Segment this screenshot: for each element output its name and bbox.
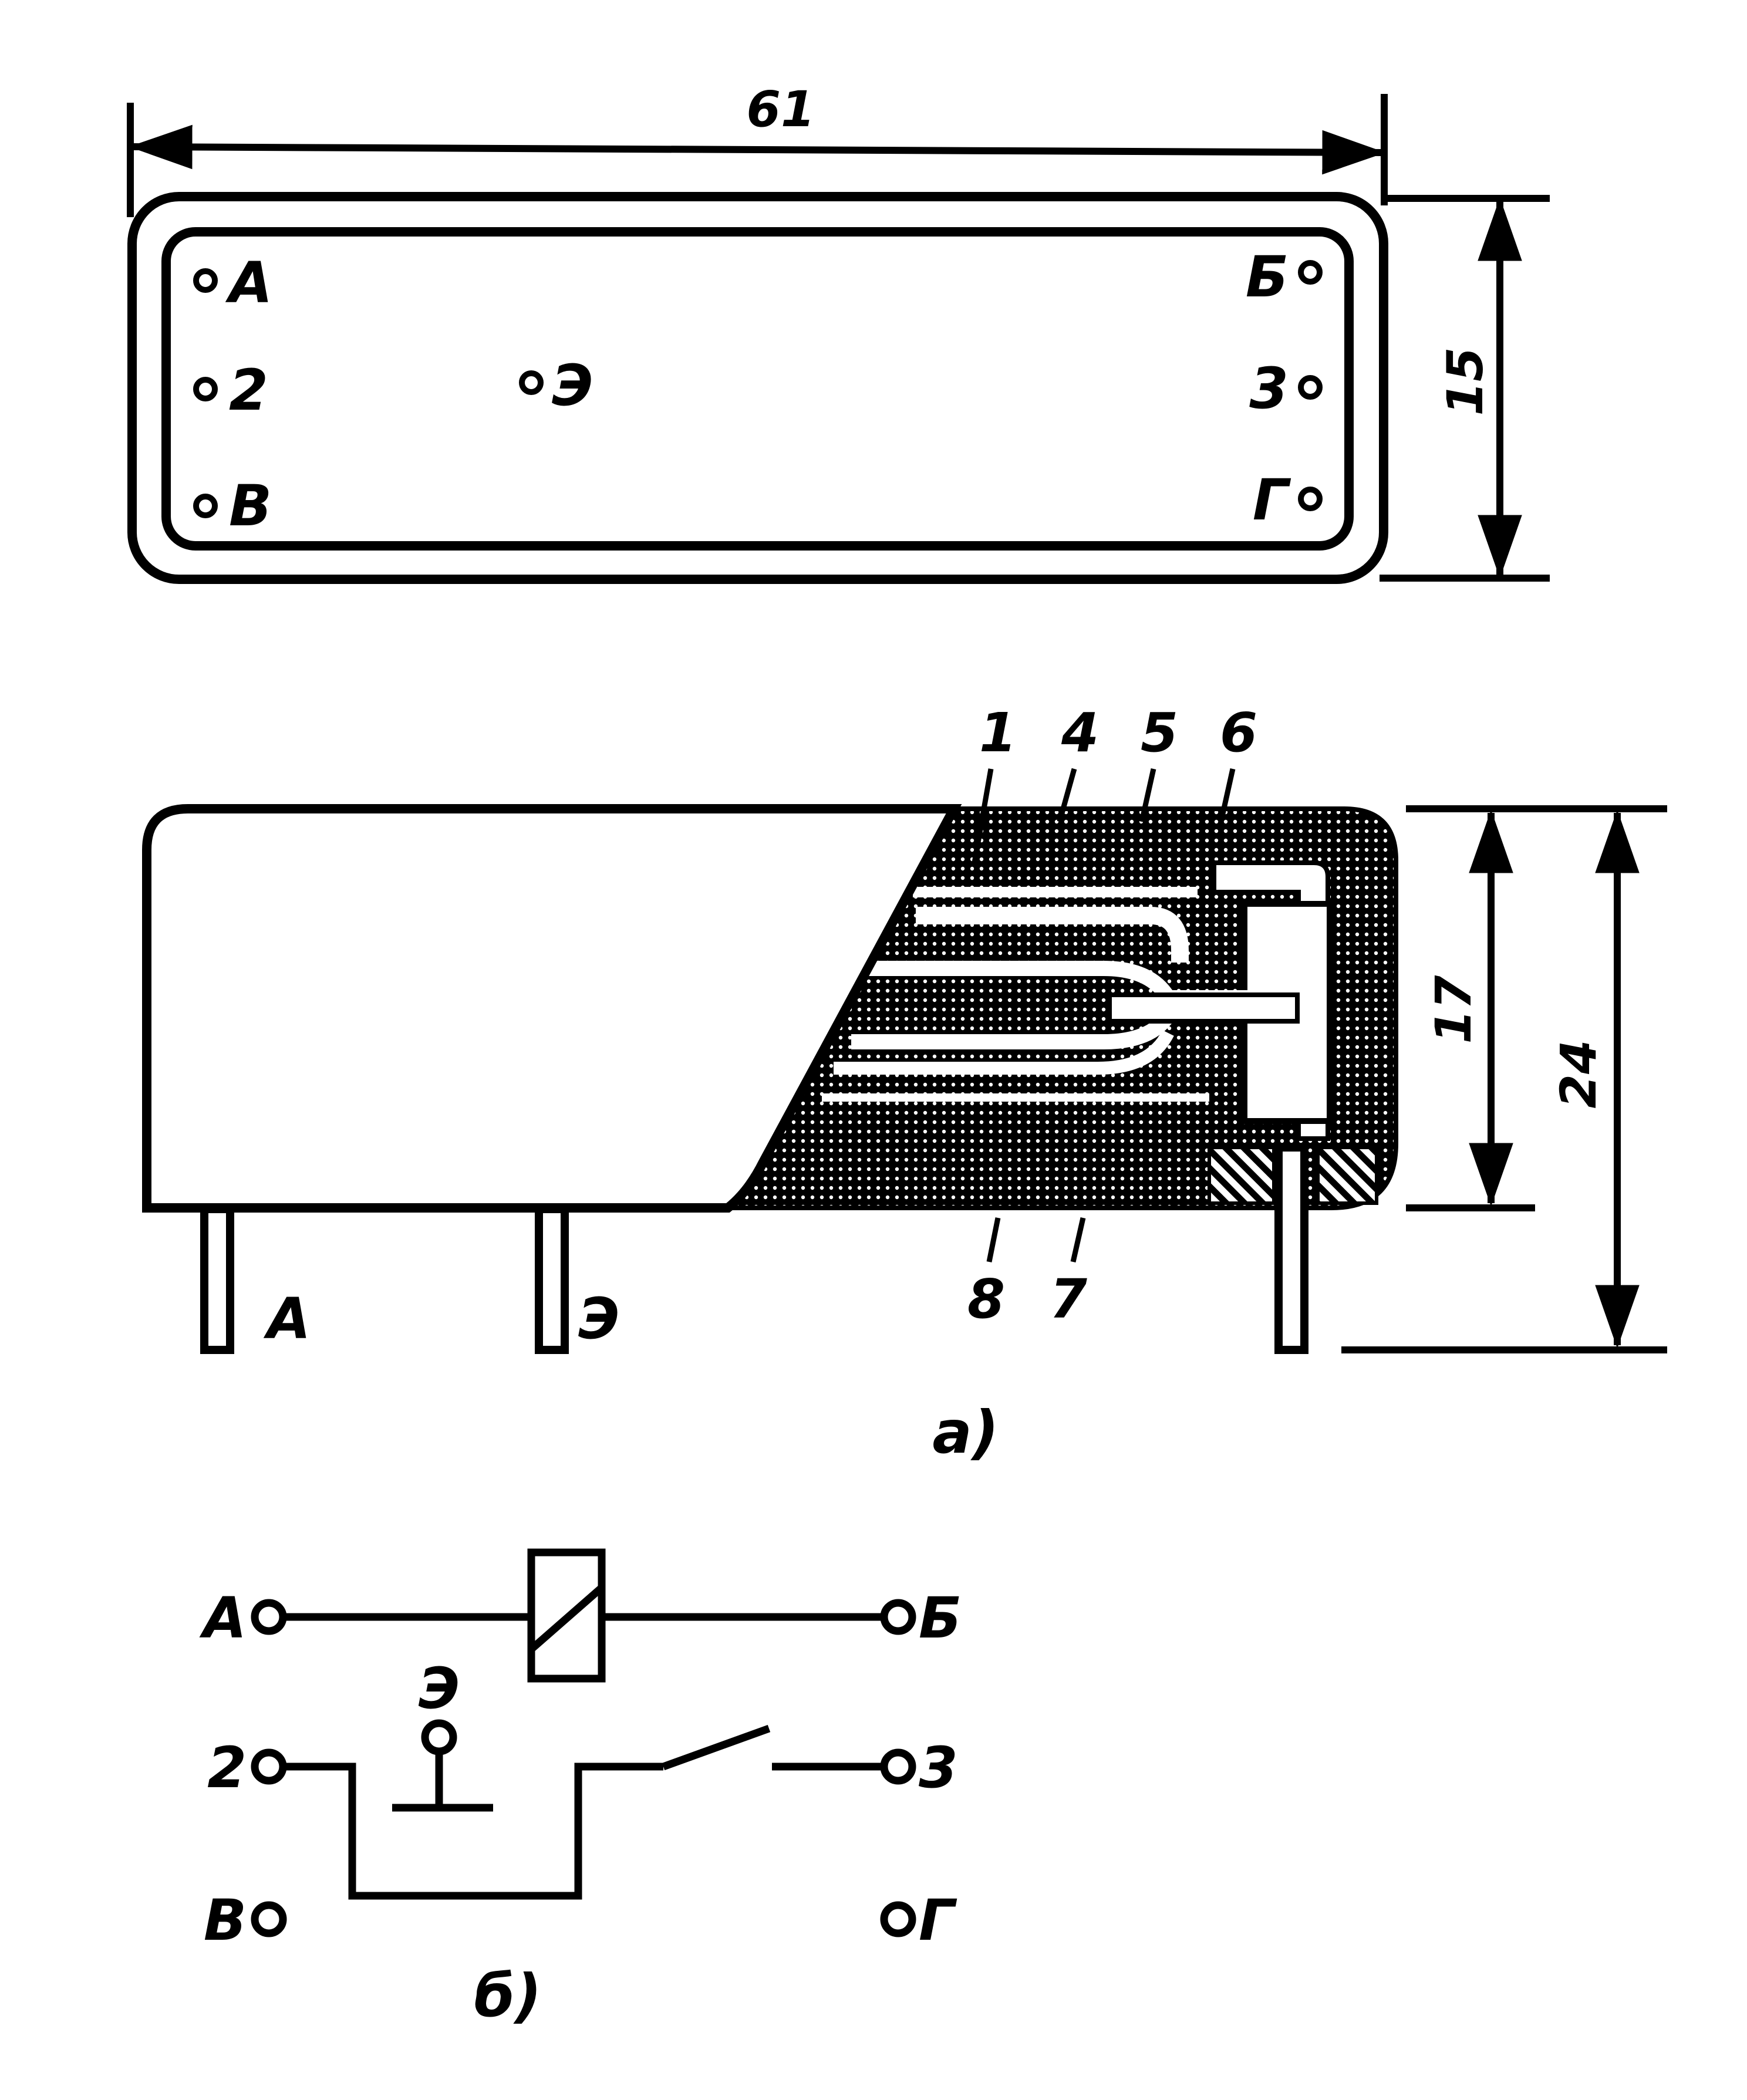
pin-a xyxy=(200,1205,234,1354)
reed-tip xyxy=(1107,992,1300,1024)
side-pin-e-label: Э xyxy=(578,1286,619,1352)
caption-b: б) xyxy=(474,1961,542,2030)
schem-3-label: 3 xyxy=(919,1735,958,1801)
height-dim-label: 15 xyxy=(1436,347,1494,416)
top-pin-g-label: Г xyxy=(1253,467,1291,533)
armature-block xyxy=(1242,901,1333,1124)
hole-2 xyxy=(193,377,218,401)
reed-capsule-upper xyxy=(916,907,1189,963)
leader-1 xyxy=(972,768,994,863)
hole-g xyxy=(1298,487,1323,511)
hole-3 xyxy=(1298,375,1323,400)
caption-a: а) xyxy=(932,1398,999,1467)
base-block-left xyxy=(1208,1146,1276,1205)
case-outer-outline xyxy=(127,192,1388,584)
schem-g-label: Г xyxy=(919,1888,957,1953)
case-inner-outline xyxy=(161,227,1354,551)
terminal-e-circle xyxy=(421,1719,457,1755)
terminal-b-circle xyxy=(880,1599,916,1635)
side-pin-a-label: А xyxy=(263,1286,311,1352)
terminal-2-circle xyxy=(251,1748,287,1785)
leader-5 xyxy=(1139,768,1156,822)
reed-capsule-lower xyxy=(834,1029,1174,1075)
terminal-g-circle xyxy=(880,1901,916,1937)
leader-4 xyxy=(1057,768,1077,823)
top-pin-v-label: В xyxy=(229,473,272,539)
pin-right xyxy=(1274,1143,1308,1354)
callout-5: 5 xyxy=(1141,701,1178,764)
terminal-v-circle xyxy=(251,1901,287,1937)
hole-b xyxy=(1298,260,1323,285)
schem-b-label: Б xyxy=(919,1585,962,1651)
schem-a-label: А xyxy=(199,1585,247,1651)
top-pin-a-label: А xyxy=(225,250,272,316)
callout-1: 1 xyxy=(979,701,1017,764)
pin-e xyxy=(535,1205,569,1354)
hole-e xyxy=(519,370,544,395)
top-pin-b-label: Б xyxy=(1246,244,1289,310)
top-pin-3-label: 3 xyxy=(1249,356,1289,421)
schem-e-label: Э xyxy=(419,1656,460,1721)
top-view xyxy=(127,94,1550,584)
case-side-outline xyxy=(142,804,962,1213)
leader-6 xyxy=(1218,768,1236,822)
base-block-right xyxy=(1316,1146,1378,1205)
callout-8: 8 xyxy=(967,1268,1005,1331)
coil-diagonal xyxy=(528,1585,605,1652)
callout-4: 4 xyxy=(1061,701,1099,764)
leader-8 xyxy=(986,1217,1001,1262)
top-pin-e-label: Э xyxy=(552,353,593,418)
terminal-a-circle xyxy=(251,1599,287,1635)
dim-17-label: 17 xyxy=(1425,975,1482,1044)
callout-6: 6 xyxy=(1220,701,1257,764)
callout-7: 7 xyxy=(1050,1268,1087,1331)
width-dim-line xyxy=(129,124,1386,175)
terminal-3-circle xyxy=(880,1748,916,1785)
contact-blade xyxy=(662,1724,771,1771)
hole-v xyxy=(193,494,218,518)
schem-2-label: 2 xyxy=(207,1735,247,1801)
schem-v-label: В xyxy=(204,1888,247,1953)
top-pin-2-label: 2 xyxy=(229,357,268,423)
dim-24-label: 24 xyxy=(1550,1040,1607,1109)
width-dim-label: 61 xyxy=(747,80,815,138)
contact-loop-wire xyxy=(283,1763,663,1900)
side-view xyxy=(142,768,1667,1354)
hole-a xyxy=(193,268,218,293)
schematic xyxy=(251,1548,916,1937)
leader-7 xyxy=(1070,1217,1086,1262)
